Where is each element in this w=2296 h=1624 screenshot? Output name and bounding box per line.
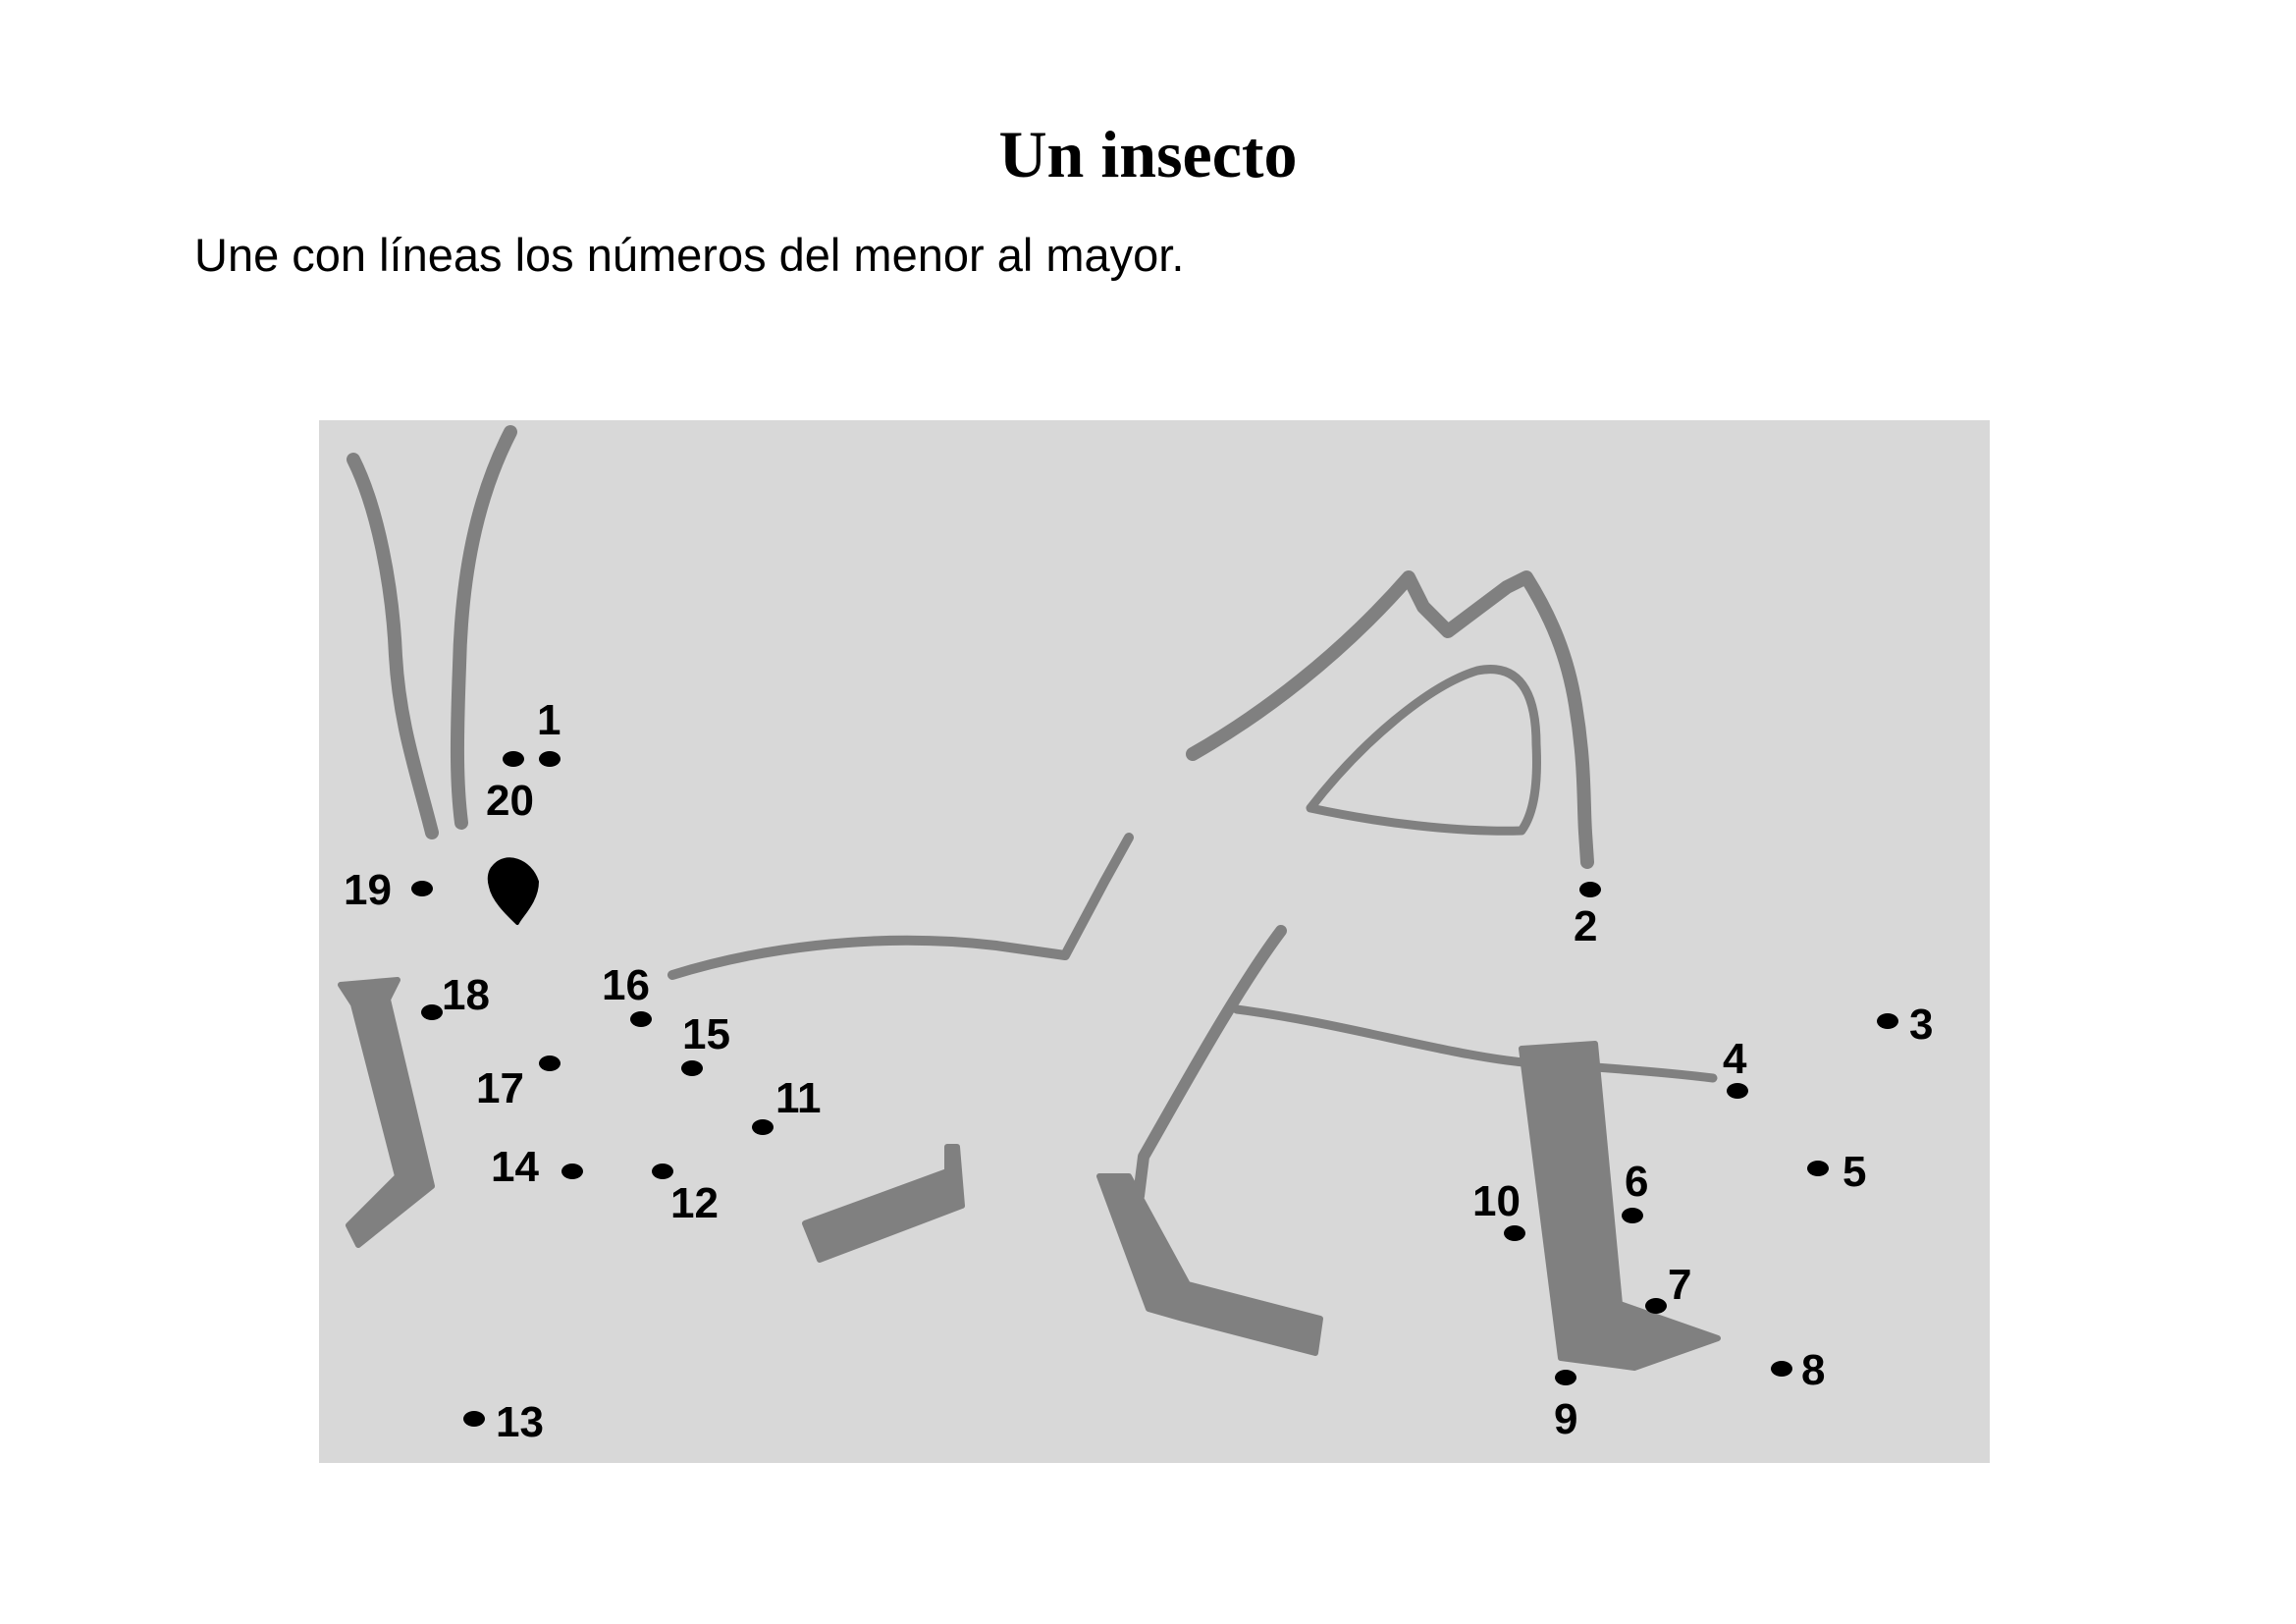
- dot-label-8: 8: [1801, 1346, 1825, 1394]
- insect-eye: [487, 857, 539, 925]
- dot-label-3: 3: [1909, 1001, 1933, 1049]
- dot-16: [630, 1011, 652, 1027]
- hind-leg-foot: [1096, 1173, 1323, 1356]
- rear-leg: [1519, 1041, 1721, 1371]
- dot-label-1: 1: [537, 696, 561, 744]
- back-leg-upper: [1186, 570, 1594, 869]
- dot-5: [1807, 1161, 1829, 1176]
- dot-label-4: 4: [1723, 1035, 1747, 1083]
- dot-label-7: 7: [1668, 1261, 1691, 1309]
- number-dots: [411, 751, 1898, 1427]
- middle-leg: [802, 1144, 965, 1263]
- dot-label-9: 9: [1554, 1395, 1577, 1443]
- front-leg: [338, 977, 435, 1248]
- instruction-text: Une con líneas los números del menor al …: [194, 229, 1185, 281]
- dot-label-6: 6: [1625, 1158, 1648, 1206]
- dot-label-14: 14: [491, 1143, 539, 1191]
- dot-19: [411, 881, 433, 896]
- dot-label-10: 10: [1472, 1177, 1521, 1225]
- insect-outline: [338, 425, 1721, 1371]
- dot-label-17: 17: [476, 1064, 524, 1112]
- hind-leg-shin: [1133, 925, 1287, 1202]
- back-leg-thigh: [1306, 665, 1541, 836]
- dot-label-15: 15: [682, 1010, 730, 1058]
- dot-11: [752, 1119, 774, 1135]
- dot-13: [463, 1411, 485, 1427]
- dot-20: [503, 751, 524, 767]
- dot-7: [1645, 1298, 1667, 1314]
- dot-label-5: 5: [1842, 1148, 1866, 1196]
- dot-3: [1877, 1013, 1898, 1029]
- dot-label-20: 20: [486, 777, 534, 825]
- dot-label-13: 13: [496, 1398, 544, 1446]
- dot-9: [1555, 1370, 1576, 1385]
- dot-14: [561, 1164, 583, 1179]
- antenna-right: [450, 425, 517, 830]
- dot-6: [1622, 1208, 1643, 1223]
- dot-15: [681, 1060, 703, 1076]
- dot-8: [1771, 1361, 1792, 1377]
- dot-2: [1579, 882, 1601, 897]
- dot-18: [421, 1004, 443, 1020]
- antenna-left: [347, 453, 439, 839]
- dot-10: [1504, 1225, 1525, 1241]
- dot-label-2: 2: [1574, 902, 1597, 950]
- dot-label-12: 12: [670, 1179, 719, 1227]
- dot-17: [539, 1056, 561, 1071]
- abdomen-top: [667, 833, 1134, 980]
- dot-label-18: 18: [442, 971, 490, 1019]
- dot-1: [539, 751, 561, 767]
- dot-12: [652, 1164, 673, 1179]
- dot-label-19: 19: [344, 866, 392, 914]
- page-title: Un insecto: [998, 117, 1298, 191]
- dot-label-16: 16: [602, 961, 650, 1009]
- dot-4: [1727, 1083, 1748, 1099]
- dot-label-11: 11: [775, 1074, 822, 1122]
